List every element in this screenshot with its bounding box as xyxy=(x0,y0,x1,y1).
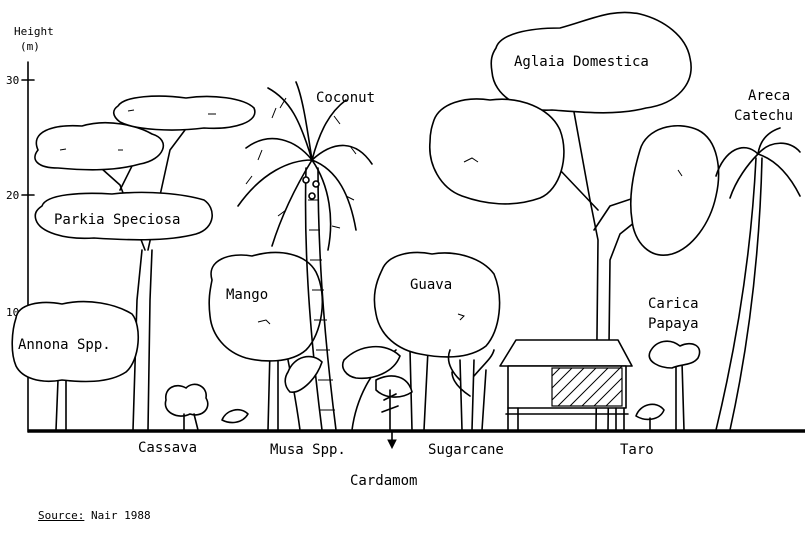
guava-tree: Guava xyxy=(373,251,501,431)
cassava-plant xyxy=(164,383,249,431)
label-guava: Guava xyxy=(410,277,452,293)
banana-plants xyxy=(284,345,413,431)
sugarcane-plant xyxy=(447,349,495,431)
label-coconut: Coconut xyxy=(316,90,375,106)
label-areca-line1: Areca xyxy=(748,88,790,104)
label-cassava: Cassava xyxy=(138,440,197,456)
source-prefix: Source: xyxy=(38,509,85,522)
axis-tick-label-20: 20 xyxy=(6,189,19,202)
label-carica-line1: Carica xyxy=(648,296,699,312)
label-annona: Annona Spp. xyxy=(18,337,111,353)
label-aglaia-domestica: Aglaia Domestica xyxy=(514,54,649,70)
label-musa: Musa Spp. xyxy=(270,442,346,458)
areca-catechu-palm: Areca Catechu xyxy=(715,88,801,431)
cardamom-plant xyxy=(381,389,399,450)
hut xyxy=(499,339,633,431)
label-mango: Mango xyxy=(226,287,268,303)
label-sugarcane: Sugarcane xyxy=(428,442,504,458)
carica-papaya-plant: Carica Papaya xyxy=(648,296,701,431)
axis-title-line1: Height xyxy=(14,25,54,38)
understorey-labels: Cassava Musa Spp. Sugarcane Taro Cardamo… xyxy=(138,440,654,489)
source-note: Source: Nair 1988 xyxy=(38,509,151,522)
parkia-speciosa-tree: Parkia Speciosa xyxy=(34,95,256,431)
annona-tree: Annona Spp. xyxy=(11,300,140,431)
axis-tick-label-30: 30 xyxy=(6,74,19,87)
label-taro: Taro xyxy=(620,442,654,458)
source-text: Nair 1988 xyxy=(90,509,151,522)
axis-title-line2: (m) xyxy=(20,40,40,53)
label-cardamom: Cardamom xyxy=(350,473,417,489)
aglaia-domestica-tree: Aglaia Domestica xyxy=(429,11,720,431)
label-carica-line2: Papaya xyxy=(648,316,699,332)
label-parkia-speciosa: Parkia Speciosa xyxy=(54,212,180,228)
coconut-palm: Coconut xyxy=(237,81,375,431)
taro-plant xyxy=(635,403,665,431)
mango-tree: Mango xyxy=(208,251,324,431)
label-areca-line2: Catechu xyxy=(734,108,793,124)
